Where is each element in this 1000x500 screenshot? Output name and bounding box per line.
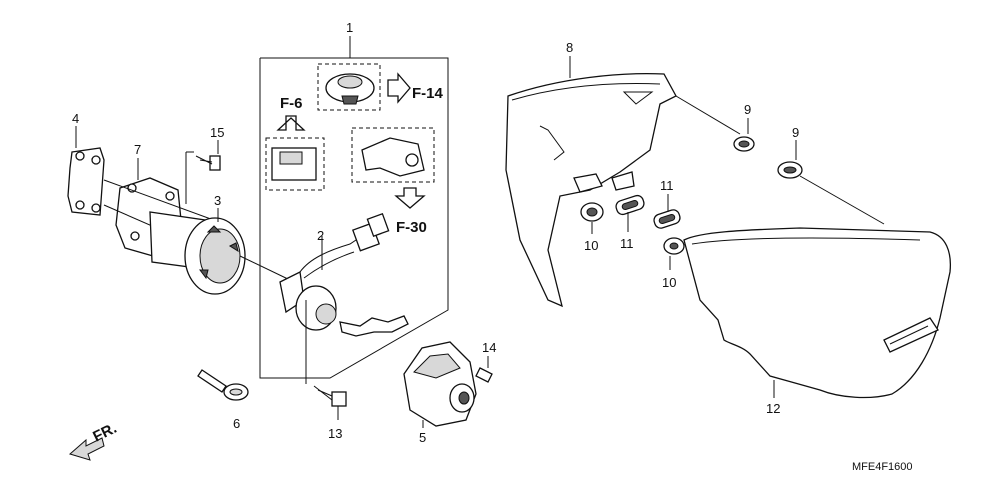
part-number-8: 8 [566, 40, 573, 55]
screw-14 [475, 356, 493, 383]
grommet-9a [733, 118, 755, 152]
part-number-1: 1 [346, 20, 353, 35]
part-number-4: 4 [72, 111, 79, 126]
part-number-7: 7 [134, 142, 141, 157]
part-number-6: 6 [233, 416, 240, 431]
part-number-10-right: 10 [662, 275, 676, 290]
connector-detail-f6 [265, 115, 325, 191]
key-cover-5 [403, 341, 477, 428]
part-number-14: 14 [482, 340, 496, 355]
part-number-10-left: 10 [584, 238, 598, 253]
part-number-11-right: 11 [660, 178, 674, 193]
ref-f6: F-6 [280, 95, 303, 112]
part-number-3: 3 [214, 193, 221, 208]
cap-detail-f14 [317, 63, 411, 111]
grommet-9b [777, 140, 803, 179]
mounting-plate-4 [67, 126, 105, 216]
diagram-code: MFE4F1600 [852, 461, 913, 473]
assembly-1-bracket [259, 36, 449, 379]
part-number-11-left: 11 [620, 236, 634, 251]
side-cover-12 [683, 175, 952, 399]
front-direction-arrow: FR. [68, 420, 119, 461]
side-cover-8 [505, 56, 741, 308]
grommet-10b [663, 237, 685, 270]
bolt-13 [313, 385, 347, 420]
ignition-switch-2 [279, 212, 409, 384]
part-number-9-right: 9 [792, 125, 799, 140]
part-number-12: 12 [766, 401, 780, 416]
ref-f30: F-30 [396, 219, 427, 236]
latch-detail-f30 [351, 127, 435, 209]
key-6 [197, 369, 249, 401]
grommet-10a [580, 202, 604, 234]
part-number-9-left: 9 [744, 102, 751, 117]
ref-f14: F-14 [412, 85, 444, 102]
part-number-13: 13 [328, 426, 342, 441]
rubber-11b [653, 194, 681, 229]
part-number-5: 5 [419, 430, 426, 445]
rubber-11a [615, 194, 645, 232]
part-number-15: 15 [210, 125, 224, 140]
bolt-15 [185, 140, 221, 204]
switch-cover-3 [149, 208, 291, 295]
part-number-2: 2 [317, 228, 324, 243]
